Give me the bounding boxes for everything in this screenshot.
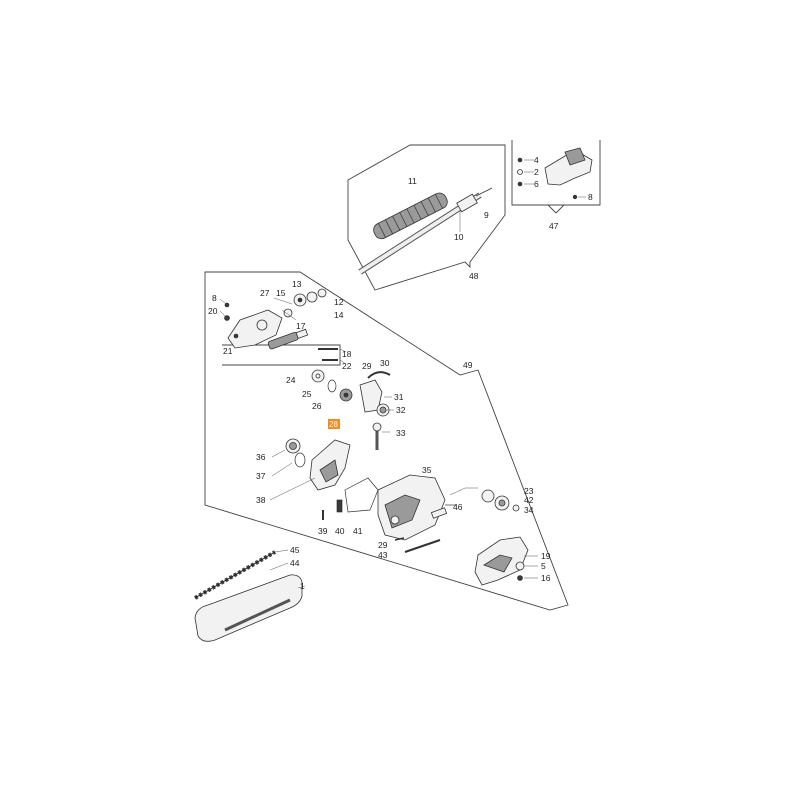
chain-cover-parts [377,474,520,553]
label-19: 19 [541,551,551,561]
label-11: 11 [408,176,417,186]
label-12: 12 [334,297,344,307]
label-45: 45 [290,545,300,555]
label-43: 43 [378,550,388,560]
label-41: 41 [353,526,363,536]
label-30: 30 [380,358,390,368]
highlight-28[interactable] [328,419,340,429]
label-23: 23 [524,486,534,496]
part-labels: 4 2 6 8 47 11 9 10 48 13 27 15 12 14 8 2… [208,155,593,591]
label-33: 33 [396,428,406,438]
label-10: 10 [454,232,464,242]
shaft-frame-48 [347,144,506,291]
label-18: 18 [342,349,352,359]
label-6: 6 [534,179,539,189]
label-29-lower: 29 [378,540,388,550]
label-34: 34 [524,505,534,515]
label-25: 25 [302,389,312,399]
label-22: 22 [342,361,352,371]
label-16: 16 [541,573,551,583]
label-27: 27 [260,288,270,298]
label-38: 38 [256,495,266,505]
gear-housing-parts [219,288,347,365]
label-48: 48 [469,271,479,281]
label-9: 9 [484,210,489,220]
label-31: 31 [394,392,404,402]
label-39: 39 [318,526,328,536]
label-40: 40 [335,526,345,536]
sprocket-cover-parts [269,438,379,520]
label-44: 44 [290,558,300,568]
label-49: 49 [463,360,473,370]
outer-cover-parts [474,536,538,586]
label-47: 47 [549,221,559,231]
label-8-inset: 8 [588,192,593,202]
label-26: 26 [312,401,322,411]
label-36: 36 [256,452,266,462]
label-1: 1 [300,581,305,591]
label-20: 20 [208,306,218,316]
label-24: 24 [286,375,296,385]
label-14: 14 [334,310,344,320]
label-13: 13 [292,279,302,289]
label-32: 32 [396,405,406,415]
label-28-highlighted[interactable]: 28 [329,420,338,429]
label-8: 8 [212,293,217,303]
label-17: 17 [296,321,306,331]
label-35: 35 [422,465,432,475]
label-5: 5 [541,561,546,571]
label-29-upper: 29 [362,361,372,371]
label-4: 4 [534,155,539,165]
label-37: 37 [256,471,266,481]
chain-and-bar [194,549,306,642]
label-21: 21 [223,346,233,356]
label-42: 42 [524,495,534,505]
label-2: 2 [534,167,539,177]
pump-parts [311,369,394,450]
label-15: 15 [276,288,286,298]
label-46: 46 [453,502,463,512]
inset-frame-47 [511,140,601,214]
